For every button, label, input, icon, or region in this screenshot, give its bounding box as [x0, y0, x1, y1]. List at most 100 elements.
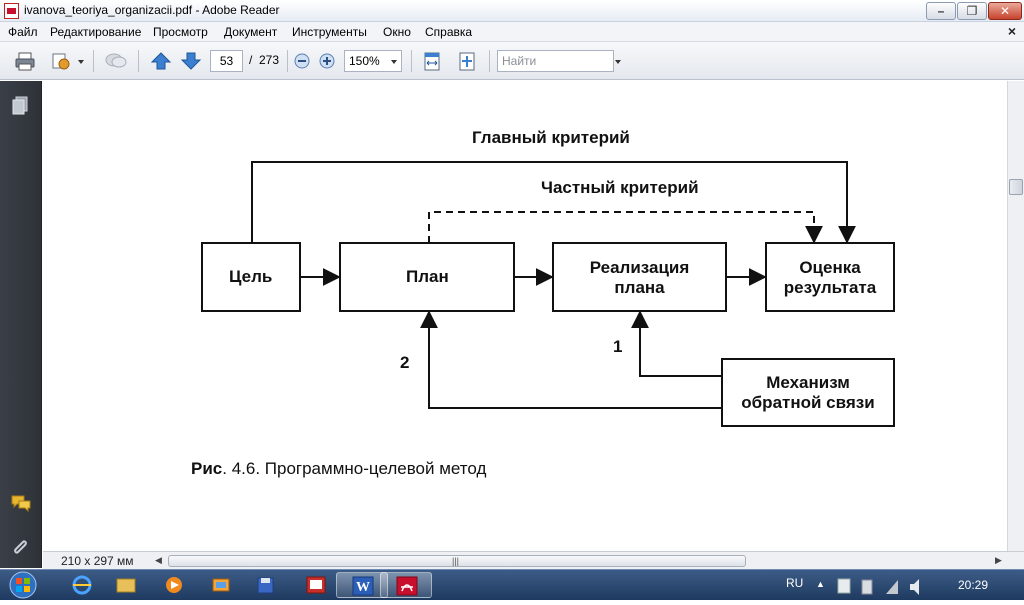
title-bar: ivanova_teoriya_organizacii.pdf - Adobe … — [0, 0, 1024, 22]
usb-icon[interactable] — [861, 579, 873, 595]
next-page-button[interactable] — [180, 51, 202, 71]
search-input[interactable]: Найти — [497, 50, 614, 72]
scroll-right-icon[interactable]: ▶ — [995, 555, 1002, 565]
internet-explorer-icon — [72, 575, 92, 595]
adobe-reader-icon — [4, 3, 19, 19]
menu-tools[interactable]: Инструменты — [292, 25, 367, 39]
word-icon: W — [352, 576, 374, 596]
attachments-panel-button[interactable] — [10, 536, 30, 556]
document-close-icon[interactable]: × — [1007, 23, 1016, 39]
evaluation-line-1: Оценка — [799, 258, 861, 277]
zoom-select[interactable]: 150% — [344, 50, 402, 72]
minimize-button[interactable]: – — [926, 2, 956, 20]
feedback-line-1 — [631, 310, 722, 377]
goal-label: Цель — [229, 267, 273, 286]
menu-window[interactable]: Окно — [383, 25, 411, 39]
arrow-down-icon — [180, 52, 202, 70]
menu-help[interactable]: Справка — [425, 25, 473, 39]
taskbar-app-4[interactable] — [195, 572, 247, 598]
scroll-left-icon[interactable]: ◀ — [155, 555, 162, 565]
zoom-in-button[interactable] — [318, 51, 336, 71]
tray-expand-icon[interactable]: ▲ — [816, 579, 825, 589]
window-title: ivanova_teoriya_organizacii.pdf - Adobe … — [24, 3, 280, 17]
minimize-icon: – — [937, 4, 945, 18]
network-icon[interactable] — [886, 580, 898, 594]
zoom-dropdown-icon[interactable] — [391, 60, 397, 64]
windows-logo-icon — [9, 571, 37, 599]
folder-icon — [116, 578, 136, 593]
comments-panel-button[interactable] — [10, 493, 31, 513]
taskbar: W RU ▲ 20:29 — [0, 569, 1024, 600]
document-view[interactable]: Главный критерий Частный критерий Цель П… — [43, 81, 1007, 551]
pages-icon — [12, 96, 28, 115]
realization-line-2: плана — [614, 278, 665, 297]
realization-label: Реализация плана — [553, 258, 726, 298]
vertical-scrollbar[interactable] — [1007, 81, 1024, 551]
zoom-in-icon — [319, 53, 335, 69]
action-center-icon[interactable] — [837, 578, 851, 594]
share-button[interactable] — [50, 51, 72, 71]
scroll-grip-icon: ||| — [452, 556, 460, 566]
vertical-scroll-thumb[interactable] — [1009, 179, 1023, 195]
toolbar-separator — [138, 50, 139, 72]
feedback-line-2 — [420, 310, 722, 409]
loop-2-label: 2 — [400, 353, 410, 372]
close-button[interactable]: ✕ — [988, 2, 1022, 20]
fit-page-icon — [459, 52, 475, 71]
printer-icon — [15, 52, 35, 71]
menu-edit[interactable]: Редактирование — [50, 25, 142, 39]
feedback-line-1-text: Механизм — [766, 373, 850, 392]
menu-document[interactable]: Документ — [224, 25, 278, 39]
start-button[interactable] — [2, 571, 44, 600]
evaluation-line-2: результата — [783, 278, 877, 297]
taskbar-ie[interactable] — [56, 572, 108, 598]
fit-width-button[interactable] — [421, 51, 443, 71]
paperclip-icon — [14, 540, 27, 554]
photo-gallery-icon — [212, 578, 230, 592]
language-indicator[interactable]: RU — [786, 576, 804, 590]
plan-label: План — [406, 267, 449, 286]
previous-page-button[interactable] — [150, 51, 172, 71]
taskbar-app-5[interactable] — [240, 572, 292, 598]
toolbar-separator — [411, 50, 412, 72]
maximize-button[interactable]: ❐ — [957, 2, 987, 20]
share-icon — [52, 53, 70, 70]
search-dropdown-icon[interactable] — [615, 60, 621, 64]
taskbar-word[interactable]: W — [336, 572, 388, 598]
fit-page-button[interactable] — [456, 51, 478, 71]
feedback-label: Механизм обратной связи — [722, 373, 894, 413]
caption-prefix: Рис — [191, 459, 223, 478]
taskbar-adobe-reader[interactable] — [380, 572, 432, 598]
media-player-icon — [166, 577, 182, 593]
horizontal-scrollbar[interactable]: ||| — [168, 555, 746, 567]
main-criterion-label: Главный критерий — [472, 128, 630, 147]
menu-bar: Файл Редактирование Просмотр Документ Ин… — [0, 22, 1024, 42]
navigation-pane — [0, 81, 42, 568]
pages-panel-button[interactable] — [10, 95, 30, 115]
comment-button[interactable] — [104, 51, 127, 71]
box-feedback — [721, 358, 895, 427]
fit-width-icon — [424, 52, 440, 71]
realization-line-1: Реализация — [589, 258, 690, 277]
menu-view[interactable]: Просмотр — [153, 25, 208, 39]
diagram — [201, 161, 895, 427]
figure-caption: Рис. 4.6. Программно-целевой метод — [191, 459, 486, 479]
taskbar-app-6[interactable] — [290, 572, 342, 598]
partial-criterion-label: Частный критерий — [541, 178, 699, 197]
toolbar-separator — [93, 50, 94, 72]
total-pages: 273 — [259, 53, 280, 67]
page-number-input[interactable]: 53 — [210, 50, 243, 72]
volume-icon[interactable] — [910, 579, 919, 595]
taskbar-media-player[interactable] — [148, 572, 200, 598]
adobe-reader-taskbar-icon — [396, 576, 418, 596]
clock[interactable]: 20:29 — [958, 578, 989, 592]
evaluation-label: Оценка результата — [766, 258, 894, 298]
print-button[interactable] — [14, 51, 36, 71]
partial-criterion-line — [428, 211, 823, 244]
menu-file[interactable]: Файл — [8, 25, 38, 39]
speech-bubbles-icon — [11, 495, 31, 513]
system-tray-icons — [837, 578, 919, 595]
zoom-out-button[interactable] — [293, 51, 311, 71]
share-dropdown-icon[interactable] — [78, 60, 84, 64]
taskbar-explorer[interactable] — [100, 572, 152, 598]
